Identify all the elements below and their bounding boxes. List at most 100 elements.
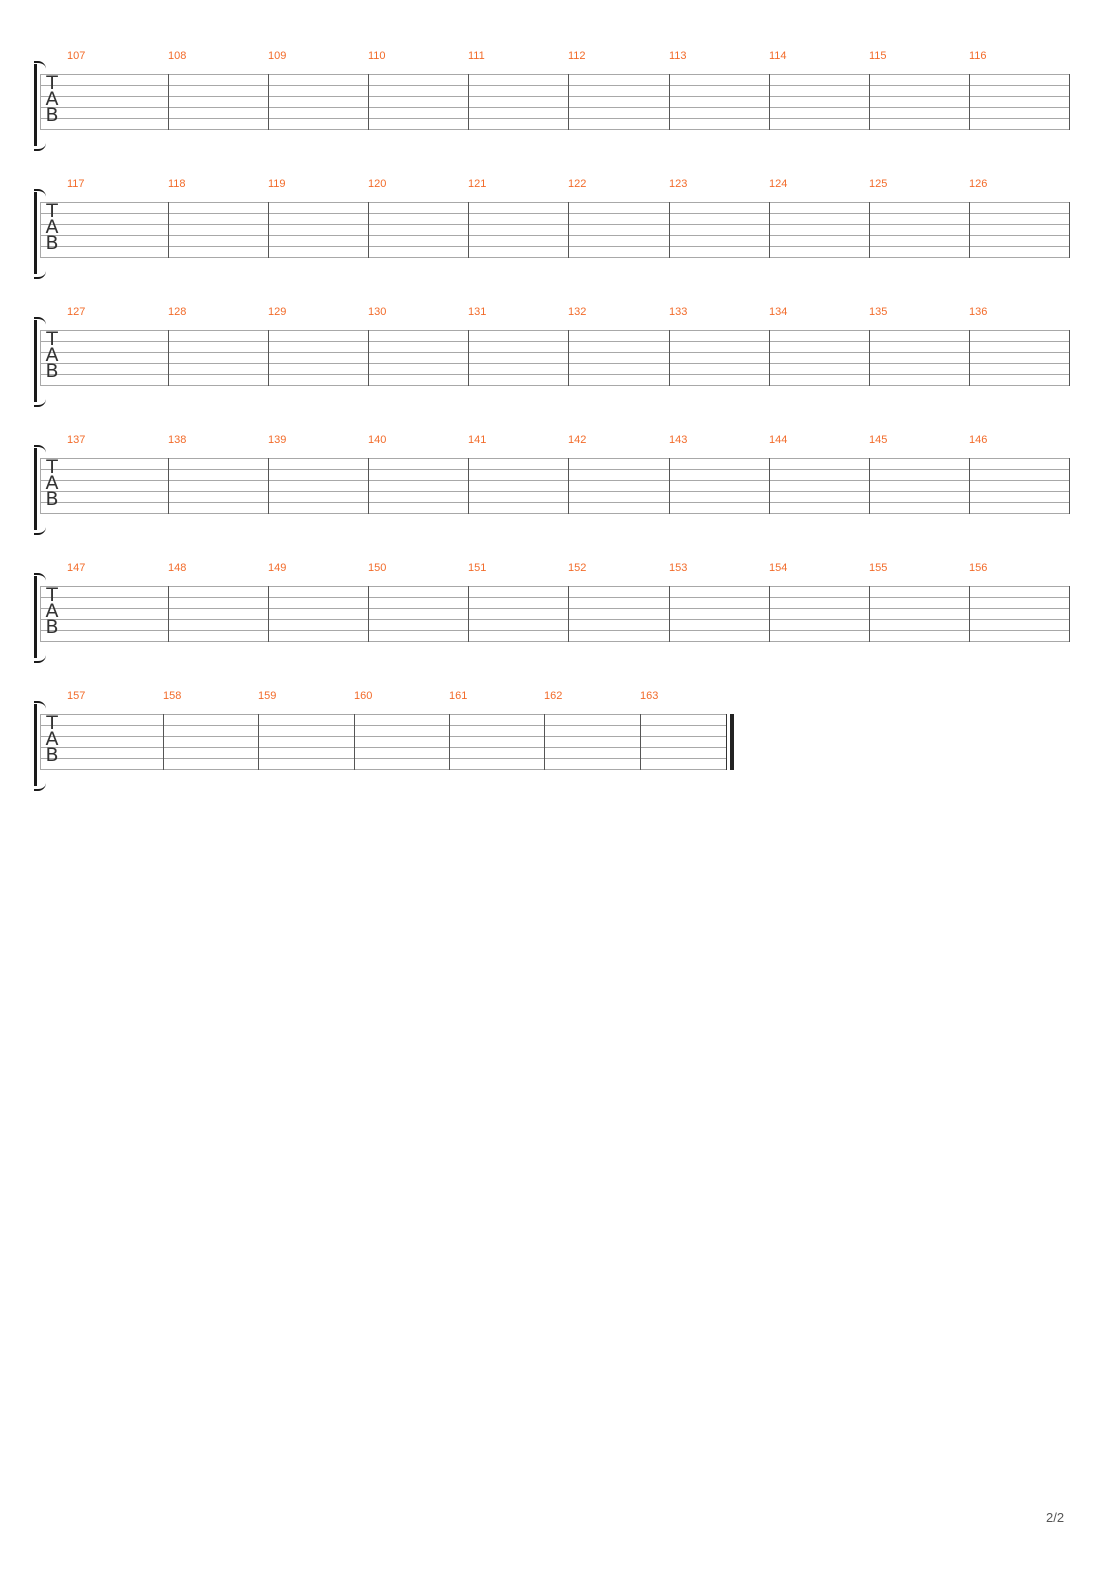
measure-number: 134: [769, 306, 788, 318]
measure-number: 141: [468, 434, 487, 446]
measure-number: 143: [669, 434, 688, 446]
barline: [969, 330, 970, 386]
measure-number: 136: [969, 306, 988, 318]
tab-clef-letter: T: [46, 584, 58, 606]
barline: [969, 74, 970, 130]
system-bracket-bottom: [34, 271, 46, 279]
barline: [869, 586, 870, 642]
system-bracket-bottom: [34, 399, 46, 407]
measure-number: 126: [969, 178, 988, 190]
barline: [769, 202, 770, 258]
tab-clef-letter: T: [46, 712, 58, 734]
tab-clef-letter: A: [45, 600, 59, 622]
tab-clef-letter: B: [45, 104, 59, 126]
barline: [368, 202, 369, 258]
string-line: [40, 235, 1069, 236]
measure-number: 123: [669, 178, 688, 190]
staff-start-line: [40, 202, 41, 258]
staff-start-line: [40, 330, 41, 386]
barline: [669, 458, 670, 514]
barline: [669, 74, 670, 130]
measure-number: 142: [568, 434, 587, 446]
tab-clef-letter: B: [45, 488, 59, 510]
string-line: [40, 96, 1069, 97]
measure-number: 144: [769, 434, 788, 446]
measure-number: 148: [168, 562, 187, 574]
string-line: [40, 502, 1069, 503]
measure-number: 158: [163, 690, 182, 702]
measure-number: 145: [869, 434, 888, 446]
string-line: [40, 619, 1069, 620]
barline: [268, 74, 269, 130]
staff-start-line: [40, 74, 41, 130]
barline: [640, 714, 641, 770]
measure-number: 155: [869, 562, 888, 574]
barline: [468, 458, 469, 514]
barline: [1069, 202, 1070, 258]
measure-number: 119: [268, 178, 286, 190]
measure-number: 130: [368, 306, 387, 318]
tab-clef-letter: A: [45, 728, 59, 750]
measure-number: 160: [354, 690, 373, 702]
measure-number: 162: [544, 690, 563, 702]
barline: [1069, 330, 1070, 386]
measure-number: 161: [449, 690, 468, 702]
barline: [568, 458, 569, 514]
system-bracket-top: [34, 317, 46, 325]
barline: [268, 586, 269, 642]
barline: [568, 330, 569, 386]
barline: [468, 202, 469, 258]
barline: [368, 330, 369, 386]
tab-clef-letter: A: [45, 472, 59, 494]
tab-clef-letter: A: [45, 216, 59, 238]
system-bracket-bottom: [34, 527, 46, 535]
string-line: [40, 213, 1069, 214]
measure-number: 118: [168, 178, 186, 190]
barline: [869, 458, 870, 514]
measure-number: 150: [368, 562, 387, 574]
string-line: [40, 374, 1069, 375]
barline: [354, 714, 355, 770]
page-number: 2/2: [1046, 1510, 1065, 1525]
string-line: [40, 769, 727, 770]
barline: [268, 458, 269, 514]
measure-number: 151: [468, 562, 487, 574]
system-bracket-bottom: [34, 655, 46, 663]
string-line: [40, 129, 1069, 130]
system-bracket: [34, 576, 37, 658]
measure-number: 113: [669, 50, 687, 62]
measure-number: 125: [869, 178, 888, 190]
string-line: [40, 513, 1069, 514]
barline: [163, 714, 164, 770]
system-bracket: [34, 64, 37, 146]
string-line: [40, 586, 1069, 587]
measure-number: 129: [268, 306, 287, 318]
barline: [468, 330, 469, 386]
measure-number: 127: [67, 306, 86, 318]
measure-number: 115: [869, 50, 887, 62]
system-bracket-top: [34, 189, 46, 197]
measure-number: 112: [568, 50, 586, 62]
barline: [544, 714, 545, 770]
measure-number: 138: [168, 434, 187, 446]
string-line: [40, 714, 727, 715]
system-bracket-bottom: [34, 783, 46, 791]
barline: [449, 714, 450, 770]
system-bracket-top: [34, 573, 46, 581]
measure-number: 131: [468, 306, 487, 318]
measure-number: 109: [268, 50, 287, 62]
barline: [168, 202, 169, 258]
measure-number: 147: [67, 562, 86, 574]
barline: [268, 330, 269, 386]
string-line: [40, 480, 1069, 481]
measure-number: 133: [669, 306, 688, 318]
string-line: [40, 608, 1069, 609]
measure-number: 108: [168, 50, 187, 62]
measure-number: 128: [168, 306, 187, 318]
string-line: [40, 597, 1069, 598]
measure-number: 137: [67, 434, 86, 446]
tab-clef-letter: A: [45, 88, 59, 110]
barline: [669, 202, 670, 258]
tab-clef-letter: T: [46, 200, 58, 222]
